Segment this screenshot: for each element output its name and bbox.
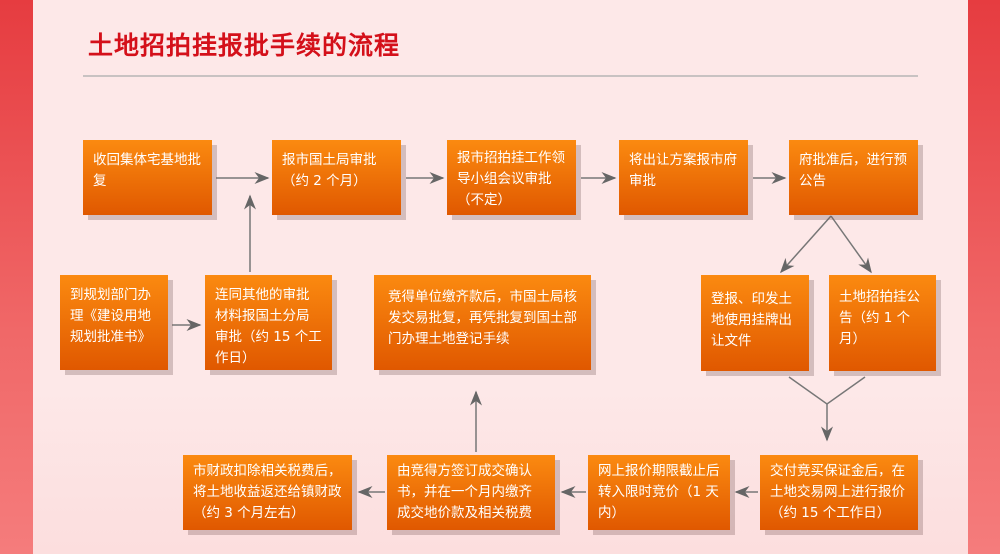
right-border (968, 0, 1000, 554)
step-city-gov: 将出让方案报市府审批 (619, 140, 748, 215)
step-planning-permit: 到规划部门办理《建设用地规划批准书》 (60, 275, 168, 370)
page-title: 土地招拍挂报批手续的流程 (88, 31, 401, 60)
step-announcement: 土地招拍挂公告（约 1 个月） (829, 275, 936, 371)
merge-9-10 (788, 376, 866, 405)
title-divider (83, 75, 918, 77)
arrow-5-10 (830, 215, 872, 274)
step-branch-approval: 连同其他的审批材料报国土分局审批（约 15 个工作日） (205, 275, 332, 370)
arrow-5-9 (780, 215, 832, 274)
step-online-bidding: 网上报价期限截止后转入限时竞价（1 天内） (588, 455, 730, 530)
step-leading-group: 报市招拍挂工作领导小组会议审批（不定） (447, 140, 576, 215)
step-sign-confirmation: 由竞得方签订成交确认书，并在一个月内缴齐成交地价款及相关税费 (387, 455, 555, 530)
step-finance-return: 市财政扣除相关税费后，将土地收益返还给镇财政（约 3 个月左右） (183, 455, 352, 530)
step-city-land-bureau: 报市国土局审批（约 2 个月） (272, 140, 401, 215)
step-registration: 竞得单位缴齐款后，市国土局核发交易批复，再凭批复到国土部门办理土地登记手续 (374, 275, 591, 370)
step-pre-announcement: 府批准后，进行预公告 (789, 140, 918, 215)
left-border (0, 0, 33, 554)
step-deposit: 交付竞买保证金后，在土地交易网上进行报价（约 15 个工作日） (760, 455, 918, 530)
step-collect-homestead: 收回集体宅基地批复 (83, 140, 212, 215)
step-publish-docs: 登报、印发土地使用挂牌出让文件 (701, 275, 809, 371)
